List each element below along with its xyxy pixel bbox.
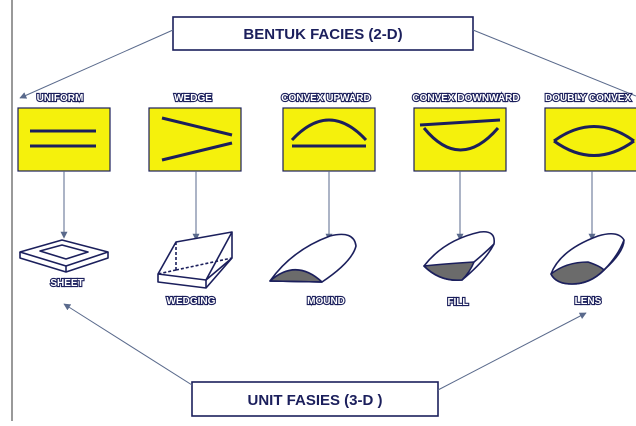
model-wedging bbox=[157, 231, 233, 289]
model-lens bbox=[550, 232, 625, 285]
arrow-unit-to-lens bbox=[437, 312, 587, 391]
model-label-lens: LENS bbox=[575, 296, 602, 307]
arrow-unit-to-sheet bbox=[63, 303, 193, 386]
bottom-title-box: UNIT FASIES (3-D ) bbox=[191, 381, 439, 417]
label-uniform: UNIFORM bbox=[37, 93, 84, 104]
label-convex-upward: CONVEX UPWARD bbox=[281, 93, 370, 104]
label-wedge: WEDGE bbox=[174, 93, 212, 104]
label-convex-downward: CONVEX DOWNWARD bbox=[412, 93, 519, 104]
model-label-wedging: WEDGING bbox=[167, 296, 216, 307]
model-label-sheet: SHEET bbox=[50, 278, 83, 289]
model-mound bbox=[269, 233, 357, 283]
top-title-box: BENTUK FACIES (2-D) bbox=[172, 16, 474, 51]
box-uniform bbox=[17, 107, 111, 172]
model-label-mound: MOUND bbox=[307, 296, 345, 307]
bottom-title-text: UNIT FASIES (3-D ) bbox=[247, 392, 382, 409]
model-sheet bbox=[19, 239, 109, 273]
box-wedge bbox=[148, 107, 242, 172]
model-fill bbox=[423, 230, 496, 282]
box-doubly-convex bbox=[544, 107, 636, 172]
box-convex-downward bbox=[413, 107, 507, 172]
arrow-title-to-uniform bbox=[19, 29, 174, 99]
model-label-fill: FILL bbox=[447, 297, 468, 308]
top-title-text: BENTUK FACIES (2-D) bbox=[243, 26, 402, 43]
box-convex-upward bbox=[282, 107, 376, 172]
arrow-title-to-doubly-convex bbox=[472, 29, 636, 97]
label-doubly-convex: DOUBLY CONVEX bbox=[545, 93, 631, 104]
